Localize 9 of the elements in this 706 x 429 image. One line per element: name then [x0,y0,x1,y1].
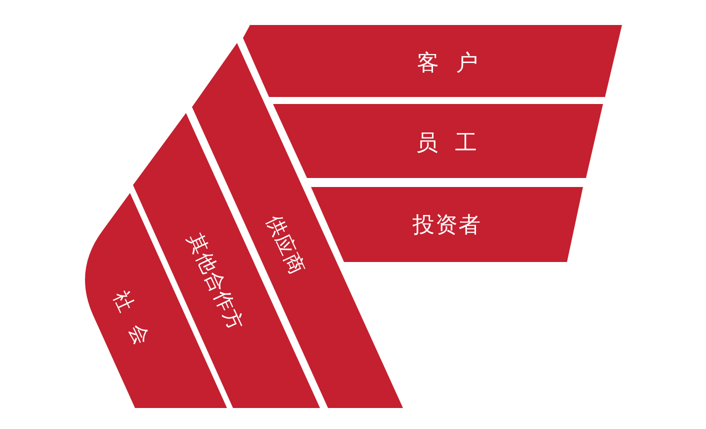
band-label: 投资者 [412,215,482,237]
band-label: 客 户 [417,53,479,75]
trapezoid-band [311,187,583,262]
band-label: 供应商 [264,212,308,278]
band-label: 社 会 [110,288,154,348]
band-label: 员 工 [416,133,478,155]
trapezoid-band [273,104,603,178]
band-label: 其他合作方 [184,230,248,334]
trapezoid-band [243,25,622,97]
